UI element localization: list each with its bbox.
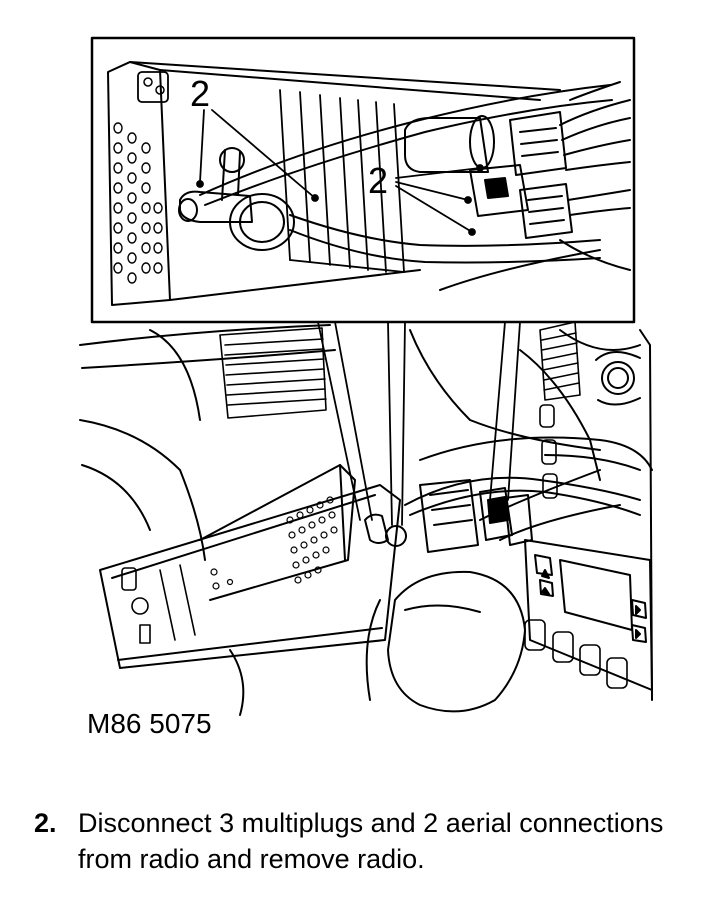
detail-inset — [90, 36, 636, 324]
radio-unit — [99, 464, 533, 669]
step-text: Disconnect 3 multiplugs and 2 aerial con… — [78, 808, 664, 874]
callout-multiplugs: 2 — [368, 160, 388, 201]
callout-aerial: 2 — [190, 73, 210, 114]
radio-removal-illustration: 2 2 — [79, 36, 653, 716]
detail-leader-lines — [317, 321, 521, 526]
step-number: 2. — [34, 808, 57, 838]
figure-reference: M86 5075 — [87, 708, 212, 739]
